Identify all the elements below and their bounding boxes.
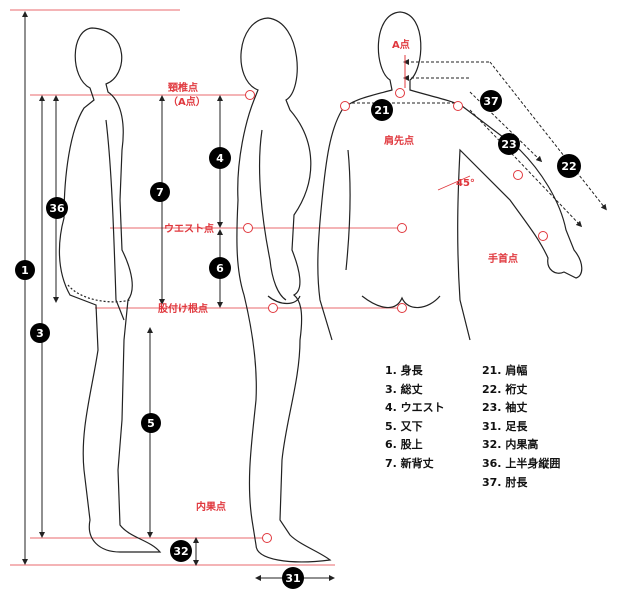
svg-text:22: 22 (561, 160, 576, 173)
label-angle: 45° (456, 178, 475, 189)
svg-text:36: 36 (49, 202, 65, 215)
marker-31: 31 (282, 567, 304, 589)
legend-item: 21. 肩幅 (482, 364, 528, 377)
marker-23: 23 (498, 133, 520, 155)
label-inner-ankle-point: 内果点 (196, 500, 226, 513)
legend-item: 4. ウエスト (385, 401, 445, 415)
legend-item: 36. 上半身縦囲 (482, 456, 561, 470)
marker-6: 6 (209, 257, 231, 279)
svg-text:23: 23 (501, 138, 516, 151)
legend-item: 31. 足長 (482, 419, 528, 433)
marker-3: 3 (30, 323, 50, 343)
legend-item: 6. 股上 (385, 438, 423, 452)
marker-36: 36 (46, 197, 68, 219)
svg-text:21: 21 (374, 104, 389, 117)
svg-text:5: 5 (147, 417, 155, 430)
legend-item: 32. 内果高 (482, 438, 539, 452)
svg-text:31: 31 (285, 572, 300, 585)
legend-item: 37. 肘長 (482, 475, 528, 489)
point-labels: 頸椎点 （A点） ウエスト点 股付け根点 内果点 A点 肩先点 手首点 45° (158, 38, 518, 513)
svg-text:37: 37 (483, 95, 498, 108)
legend-item: 1. 身長 (385, 364, 423, 377)
markers: 1 3 36 7 5 4 6 32 31 21 37 23 22 (15, 90, 581, 589)
legend-item: 23. 袖丈 (482, 401, 528, 415)
svg-text:32: 32 (173, 545, 188, 558)
figure-back-view (317, 11, 583, 341)
figure-profile-view (236, 17, 332, 563)
label-a-point-back: A点 (392, 38, 410, 51)
reference-points (243, 88, 548, 543)
label-shoulder-point: 肩先点 (384, 134, 414, 147)
label-a-point-neck: 頸椎点 (168, 81, 198, 94)
marker-5: 5 (141, 413, 161, 433)
legend-item: 5. 又下 (385, 419, 423, 433)
figure-side-view (58, 27, 162, 553)
legend-right: 21. 肩幅 22. 裄丈 23. 袖丈 31. 足長 32. 内果高 36. … (482, 362, 560, 492)
marker-37: 37 (480, 90, 502, 112)
legend-item: 3. 総丈 (385, 382, 423, 396)
measurement-lines (22, 11, 607, 581)
svg-text:7: 7 (156, 186, 164, 199)
svg-text:1: 1 (21, 264, 29, 277)
label-crotch-point: 股付け根点 (158, 302, 208, 315)
legend-item: 7. 新背丈 (385, 456, 434, 470)
marker-21: 21 (371, 99, 393, 121)
legend-item: 22. 裄丈 (482, 382, 528, 396)
label-a-point-paren: （A点） (168, 95, 206, 108)
label-wrist-point: 手首点 (488, 252, 518, 265)
svg-text:6: 6 (216, 262, 224, 275)
marker-1: 1 (15, 260, 35, 280)
marker-22: 22 (557, 154, 581, 178)
svg-text:4: 4 (216, 152, 224, 165)
legend-left: 1. 身長 3. 総丈 4. ウエスト 5. 又下 6. 股上 7. 新背丈 (385, 362, 445, 474)
marker-4: 4 (209, 147, 231, 169)
svg-text:3: 3 (36, 327, 44, 340)
marker-7: 7 (150, 182, 170, 202)
label-waist-point: ウエスト点 (164, 222, 214, 235)
marker-32: 32 (170, 540, 192, 562)
